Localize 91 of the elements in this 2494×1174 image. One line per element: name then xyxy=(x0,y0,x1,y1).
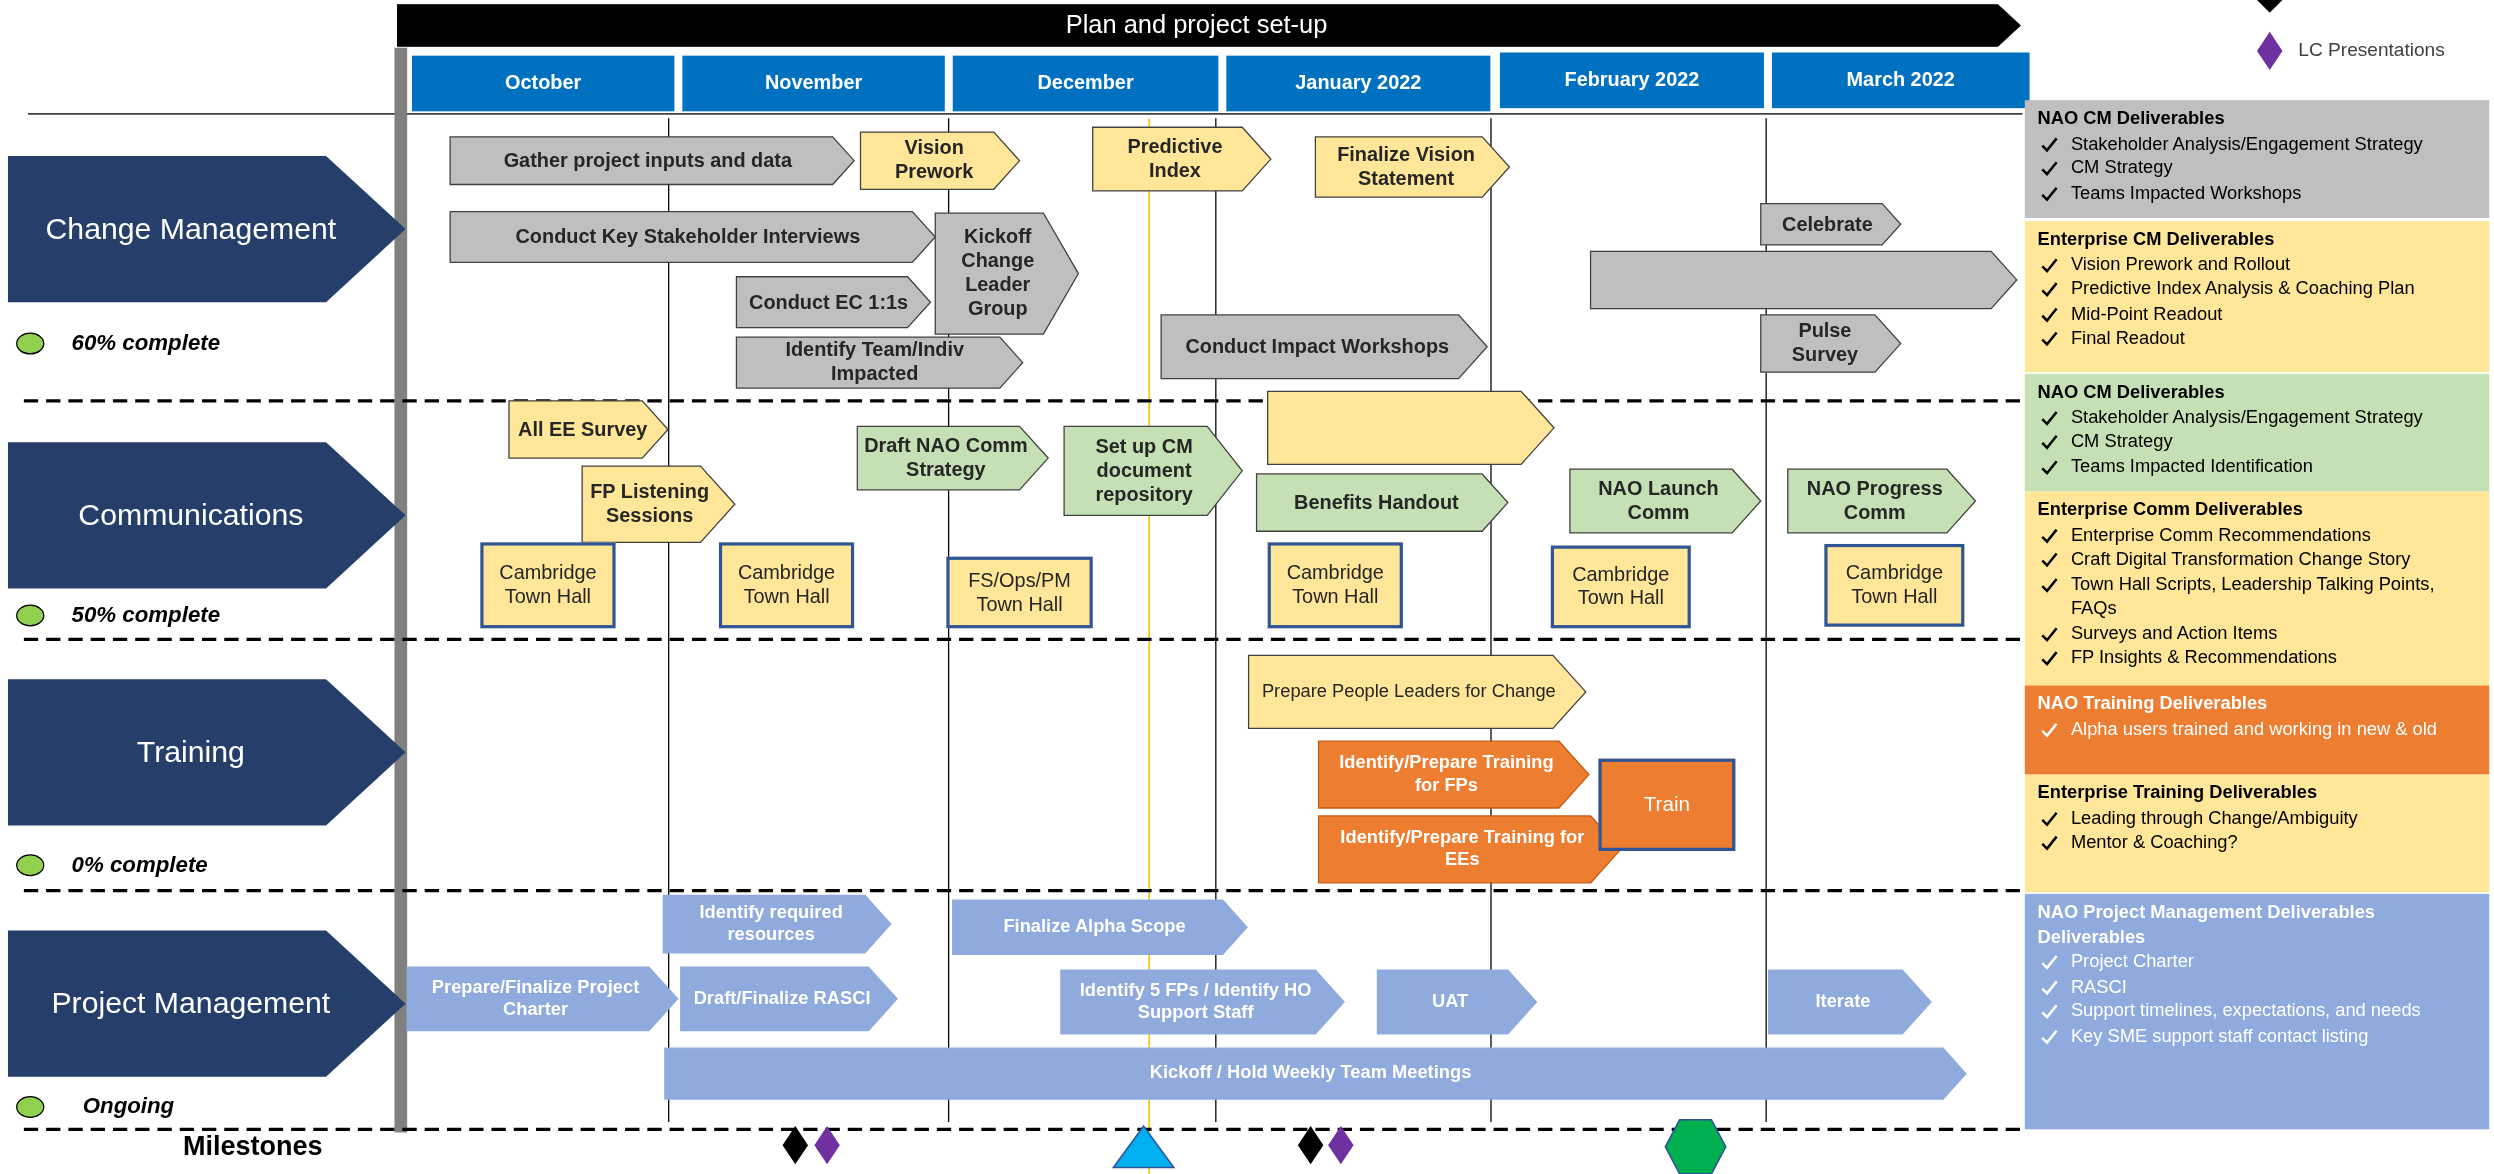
month-header: December xyxy=(952,55,1219,112)
task-bar: Iterate xyxy=(1768,970,1931,1034)
workstream-banner: Project Management xyxy=(7,930,406,1077)
checklist-item: Support timelines, expectations, and needs xyxy=(2070,999,2421,1022)
task-bar: Finalize Vision Statement xyxy=(1315,136,1510,198)
task-bar: Pulse Survey xyxy=(1760,314,1901,373)
task-bar: Draft NAO Comm Strategy xyxy=(857,426,1049,490)
checklist-item: Alpha users trained and working in new & old xyxy=(2070,717,2437,741)
checklist-item: Project Charter xyxy=(2070,950,2194,973)
legend-text: LC Presentations xyxy=(2298,38,2445,61)
task-bar: Set up CM document repository xyxy=(1064,426,1243,516)
deliverables-panel xyxy=(2024,491,2490,686)
checklist-item: FP Insights & Recommendations xyxy=(2070,646,2337,669)
checklist-item: Leading through Change/Ambiguity xyxy=(2070,806,2358,830)
checklist-item: Mid-Point Readout xyxy=(2070,302,2223,325)
task-bar: Gather project inputs and data xyxy=(450,136,855,185)
panel-heading: NAO CM Deliverables xyxy=(2037,380,2226,403)
month-header: October xyxy=(411,55,675,112)
task-bar: FP Listening Sessions xyxy=(582,466,735,543)
checklist-item: Predictive Index Analysis & Coaching Plan xyxy=(2070,277,2415,300)
workstream-banner: Training xyxy=(7,679,406,826)
task-bar: Vision Prework xyxy=(860,132,1020,190)
deliverables-panel xyxy=(2024,373,2490,492)
task-bar: Kickoff / Hold Weekly Team Meetings xyxy=(664,1048,1966,1100)
task-bar: Benefits Handout xyxy=(1256,474,1508,532)
status-text: 0% complete xyxy=(71,850,208,877)
task-bar: Identify/Prepare Training for EEs xyxy=(1318,815,1621,883)
checklist-item: CM Strategy xyxy=(2070,430,2173,453)
task-bar: Finalize Alpha Scope xyxy=(952,900,1247,955)
checklist-item: Stakeholder Analysis/Engagement Strategy xyxy=(2070,131,2423,156)
deliverables-panel xyxy=(2024,100,2490,218)
task-bar: Prepare People Leaders for Change xyxy=(1248,655,1586,729)
panel-heading: Enterprise Training Deliverables xyxy=(2037,781,2319,804)
panel-heading: NAO Project Management Deliverables Deliverables xyxy=(2037,900,2376,948)
checklist-item: Vision Prework and Rollout xyxy=(2070,252,2291,275)
task-bar: NAO Launch Comm xyxy=(1569,469,1761,533)
month-header: November xyxy=(682,55,945,112)
task-bar xyxy=(1267,391,1554,465)
workstream-banner: Change Management xyxy=(7,155,406,303)
task-bar: Identify Team/Indiv Impacted xyxy=(736,337,1023,389)
deliverables-panel xyxy=(2024,685,2490,775)
month-header: January 2022 xyxy=(1226,55,1491,112)
task-bar: Conduct EC 1:1s xyxy=(736,276,931,328)
section-label: Milestones xyxy=(182,1130,323,1163)
event-box: Cambridge Town Hall xyxy=(1824,543,1965,627)
panel-heading: Enterprise Comm Deliverables xyxy=(2037,498,2304,521)
checklist-item: Teams Impacted Identification xyxy=(2070,454,2313,478)
task-bar: Identify/Prepare Training for FPs xyxy=(1318,741,1589,808)
task-bar xyxy=(1590,251,2017,309)
checklist-item: Mentor & Coaching? xyxy=(2070,830,2238,854)
checklist-item: Key SME support staff contact listing xyxy=(2070,1024,2369,1048)
panel-heading: Enterprise CM Deliverables xyxy=(2037,228,2276,251)
event-box: Cambridge Town Hall xyxy=(718,542,855,629)
checklist-item: Final Readout xyxy=(2070,326,2185,349)
status-text: Ongoing xyxy=(82,1092,175,1119)
status-text: 50% complete xyxy=(71,601,221,627)
checklist-item: Surveys and Action Items xyxy=(2070,621,2278,645)
deliverables-panel xyxy=(2024,774,2490,893)
checklist-item: RASCI xyxy=(2070,974,2127,997)
phase-banner: Plan and project set-up xyxy=(397,4,2020,47)
task-bar: Draft/Finalize RASCI xyxy=(680,967,898,1031)
checklist-item: Craft Digital Transformation Change Story xyxy=(2070,547,2411,571)
task-bar: Conduct Impact Workshops xyxy=(1161,314,1488,379)
event-box: Cambridge Town Hall xyxy=(480,542,616,629)
checklist-item: Teams Impacted Workshops xyxy=(2070,181,2302,205)
task-bar: Predictive Index xyxy=(1092,127,1271,191)
panel-heading: NAO CM Deliverables xyxy=(2037,107,2226,130)
event-box: Train xyxy=(1598,758,1736,851)
event-box: Cambridge Town Hall xyxy=(1267,542,1403,629)
task-bar: UAT xyxy=(1377,970,1537,1034)
task-bar: All EE Survey xyxy=(509,400,669,459)
deliverables-panel xyxy=(2024,893,2490,1130)
task-bar: NAO Progress Comm xyxy=(1787,469,1976,533)
checklist-item: Stakeholder Analysis/Engagement Strategy xyxy=(2070,405,2423,429)
month-header: February 2022 xyxy=(1499,52,1764,109)
checklist-item: Town Hall Scripts, Leadership Talking Points, FAQs xyxy=(2070,572,2436,620)
task-bar: Prepare/Finalize Project Charter xyxy=(407,967,678,1031)
task-bar: Celebrate xyxy=(1760,203,1901,245)
panel-heading: NAO Training Deliverables xyxy=(2037,692,2269,715)
deliverables-panel xyxy=(2024,221,2490,373)
workstream-banner: Communications xyxy=(7,442,406,589)
event-box: FS/Ops/PM Town Hall xyxy=(946,556,1093,629)
task-bar: Kickoff Change Leader Group xyxy=(935,213,1079,334)
status-text: 60% complete xyxy=(71,329,221,355)
event-box: Cambridge Town Hall xyxy=(1550,545,1691,629)
task-bar: Conduct Key Stakeholder Interviews xyxy=(450,211,936,263)
checklist-item: Enterprise Comm Recommendations xyxy=(2070,523,2371,547)
task-bar: Identify 5 FPs / Identify HO Support Staff xyxy=(1060,970,1344,1034)
task-bar: Identify required resources xyxy=(663,895,891,953)
month-header: March 2022 xyxy=(1771,52,2030,109)
checklist-item: CM Strategy xyxy=(2070,156,2173,179)
